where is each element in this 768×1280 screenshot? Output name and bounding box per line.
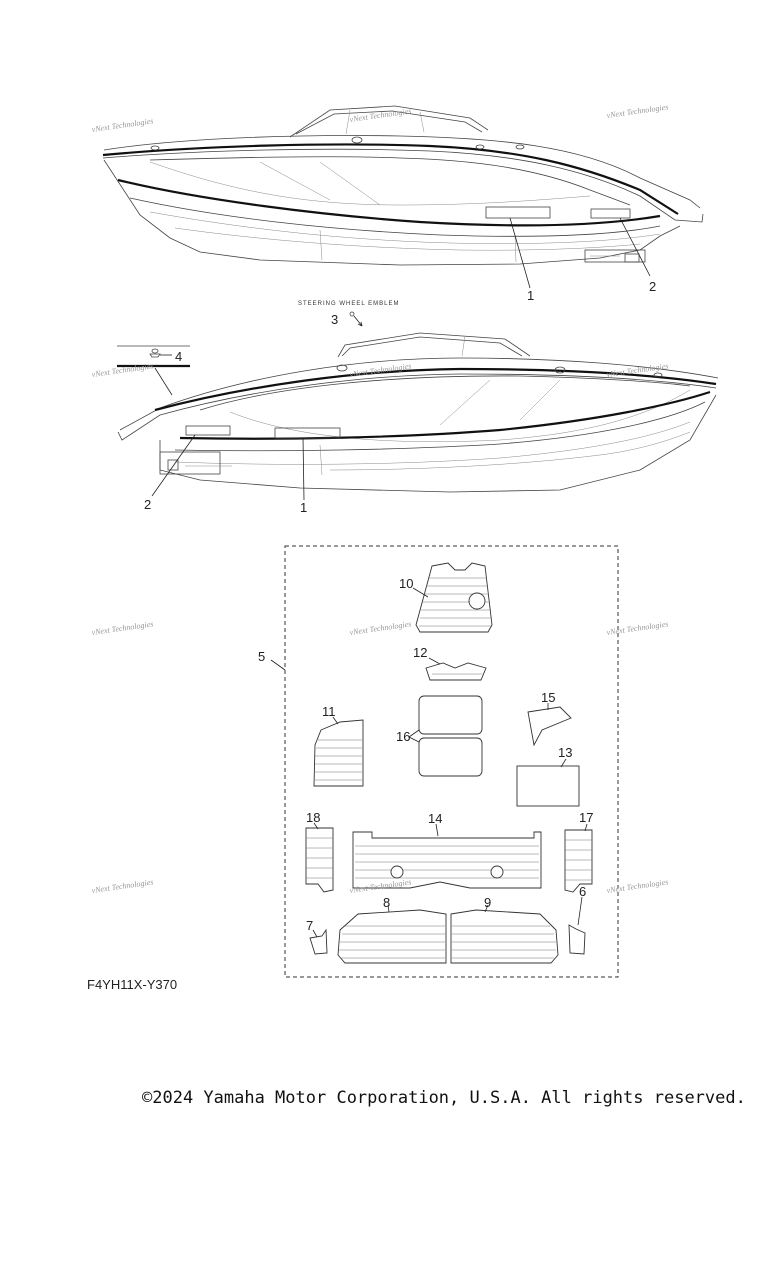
boat-side-view-top	[102, 105, 704, 289]
watermarks: vNext Technologies vNext Technologies vN…	[91, 102, 669, 895]
mat-8	[337, 904, 447, 964]
steering-wheel-emblem-label: STEERING WHEEL EMBLEM	[298, 301, 399, 307]
mat-kit-group	[270, 545, 619, 978]
mat-kit-boundary	[284, 545, 619, 978]
callout-16: 16	[396, 729, 410, 744]
watermark: vNext Technologies	[349, 106, 412, 124]
boat-side-view-bottom	[117, 311, 719, 501]
mat-18	[305, 822, 334, 893]
callout-12: 12	[413, 645, 427, 660]
decal-2-top	[590, 208, 631, 219]
callout-1-top: 1	[527, 288, 534, 303]
callout-3: 3	[331, 312, 338, 327]
callout-6: 6	[579, 884, 586, 899]
watermark: vNext Technologies	[606, 619, 669, 637]
mat-11	[313, 716, 364, 787]
callout-13: 13	[558, 745, 572, 760]
mat-16	[408, 695, 483, 777]
watermark: vNext Technologies	[606, 877, 669, 895]
watermark: vNext Technologies	[91, 116, 154, 134]
callout-9: 9	[484, 895, 491, 910]
watermark: vNext Technologies	[606, 102, 669, 120]
mat-9	[450, 904, 559, 964]
callout-1-bottom: 1	[300, 500, 307, 515]
mat-15	[527, 703, 572, 747]
mat-10	[412, 562, 493, 633]
callout-10: 10	[399, 576, 413, 591]
callout-17: 17	[579, 810, 593, 825]
callout-2-bottom: 2	[144, 497, 151, 512]
callout-5: 5	[258, 649, 265, 664]
copyright-notice: ©2024 Yamaha Motor Corporation, U.S.A. A…	[142, 1088, 746, 1108]
watermark: vNext Technologies	[91, 619, 154, 637]
callout-7: 7	[306, 918, 313, 933]
callout-11: 11	[322, 704, 336, 719]
diagram-code: F4YH11X-Y370	[87, 977, 178, 992]
mat-7	[309, 928, 328, 955]
decal-1-bottom	[274, 427, 341, 439]
watermark: vNext Technologies	[349, 619, 412, 637]
callout-4: 4	[175, 349, 182, 364]
decal-1-top	[485, 206, 551, 219]
callout-15: 15	[541, 690, 555, 705]
mat-17	[564, 823, 593, 893]
callout-14: 14	[428, 811, 442, 826]
mat-13	[516, 758, 580, 807]
callouts: 1 2 3 4 2 1 5 10 12 11 15 16 13 18 14 17…	[144, 279, 656, 933]
watermark: vNext Technologies	[91, 361, 154, 379]
watermark: vNext Technologies	[91, 877, 154, 895]
steering-emblem-part	[149, 353, 161, 358]
mat-6	[568, 896, 586, 955]
mat-14	[352, 823, 542, 889]
callout-2-top: 2	[649, 279, 656, 294]
callout-8: 8	[383, 895, 390, 910]
decal-2-bottom	[185, 425, 231, 436]
callout-18: 18	[306, 810, 320, 825]
mat-12	[425, 657, 487, 681]
